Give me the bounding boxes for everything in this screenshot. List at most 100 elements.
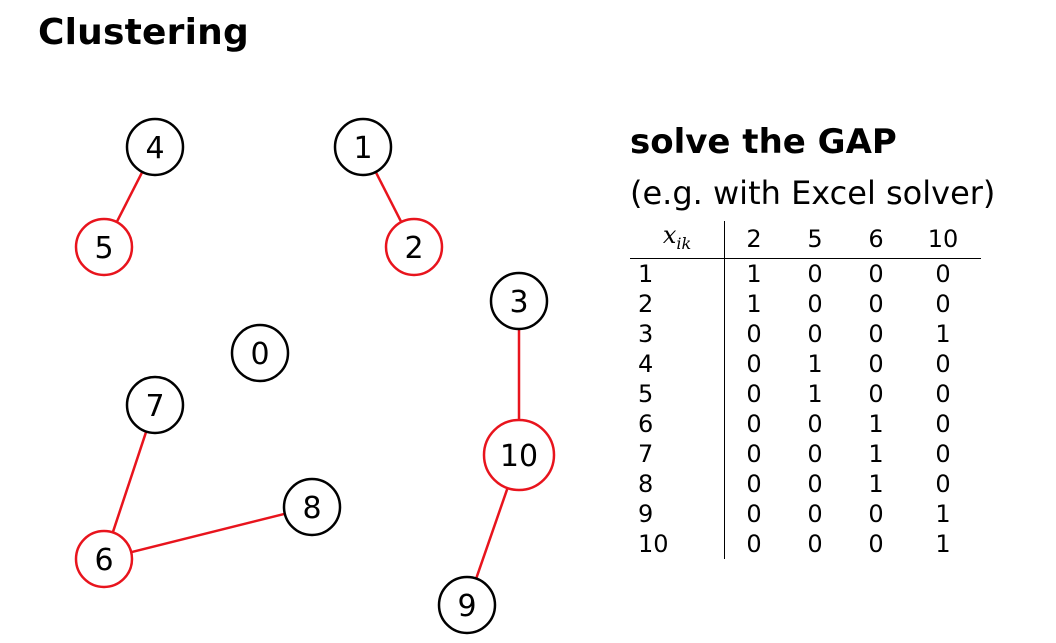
node-circle <box>125 117 185 177</box>
table-cell: 0 <box>746 529 762 558</box>
panel-subheading: (e.g. with Excel solver) <box>630 174 996 212</box>
row-label: 6 <box>630 408 725 439</box>
table-cell: 0 <box>807 499 823 528</box>
table-cell: 0 <box>746 409 762 438</box>
node-label: 4 <box>145 131 164 166</box>
node-5: 5 <box>74 217 134 277</box>
table-header-row: xik 2 5 6 10 <box>630 221 981 259</box>
table-cell: 0 <box>868 529 884 558</box>
row-label: 10 <box>630 528 725 559</box>
column-header: 10 <box>905 221 981 259</box>
node-label: 7 <box>145 389 164 424</box>
row-label: 3 <box>630 318 725 349</box>
graph-nodes: 4 1 5 2 3 0 7 10 8 6 9 <box>74 117 556 635</box>
node-7: 7 <box>125 375 185 435</box>
table-cell: 1 <box>746 289 762 318</box>
table-cell: 1 <box>935 529 951 558</box>
node-2: 2 <box>384 217 444 277</box>
edge-6-8 <box>130 512 286 554</box>
edge-7-6 <box>111 431 148 533</box>
table-cell: 0 <box>868 289 884 318</box>
node-label: 10 <box>500 439 538 474</box>
node-circle <box>437 575 497 635</box>
row-label: 4 <box>630 348 725 379</box>
node-6: 6 <box>74 529 134 589</box>
node-circle <box>74 217 134 277</box>
table-cell: 0 <box>746 469 762 498</box>
table-cell: 0 <box>935 409 951 438</box>
table-cell: 0 <box>807 409 823 438</box>
row-label: 8 <box>630 468 725 499</box>
table-cell: 0 <box>935 379 951 408</box>
table-cell: 0 <box>935 439 951 468</box>
corner-base: x <box>662 221 677 249</box>
table-cell: 0 <box>807 529 823 558</box>
node-9: 9 <box>437 575 497 635</box>
column-header: 6 <box>847 221 905 259</box>
row-label: 2 <box>630 288 725 319</box>
node-0: 0 <box>230 323 290 383</box>
panel-heading: solve the GAP <box>630 122 897 162</box>
row-label: 5 <box>630 378 725 409</box>
edge-4-5 <box>115 171 144 223</box>
node-label: 3 <box>509 285 528 320</box>
column-header: 5 <box>783 221 847 259</box>
table-cell: 1 <box>807 349 823 378</box>
table-cell: 0 <box>746 379 762 408</box>
table-corner-header: xik <box>630 221 725 259</box>
cluster-graph: 4 1 5 2 3 0 7 10 8 6 9 <box>74 117 556 635</box>
table-cell: 1 <box>935 499 951 528</box>
table-cell: 1 <box>746 259 762 288</box>
column-header: 2 <box>724 221 783 259</box>
edge-10-9 <box>474 487 509 579</box>
corner-sub: ik <box>676 233 692 253</box>
node-label: 8 <box>302 491 321 526</box>
table-cell: 0 <box>868 499 884 528</box>
node-label: 1 <box>353 131 372 166</box>
table-cell: 0 <box>807 469 823 498</box>
node-label: 9 <box>457 589 476 624</box>
edge-1-2 <box>374 171 403 223</box>
node-label: 5 <box>94 231 113 266</box>
table-cell: 0 <box>807 439 823 468</box>
table-cell: 0 <box>935 469 951 498</box>
row-label: 7 <box>630 438 725 469</box>
table-cell: 0 <box>868 349 884 378</box>
table-cell: 0 <box>868 259 884 288</box>
table-cell: 1 <box>807 379 823 408</box>
node-8: 8 <box>282 477 342 537</box>
node-circle <box>384 217 444 277</box>
table-cell: 0 <box>935 289 951 318</box>
table-cell: 0 <box>807 289 823 318</box>
node-circle <box>333 117 393 177</box>
table-cell: 0 <box>935 349 951 378</box>
table-cell: 0 <box>868 379 884 408</box>
table-cell: 1 <box>868 469 884 498</box>
row-label: 1 <box>630 258 725 289</box>
table-row: 10 0 0 0 1 <box>630 528 981 559</box>
node-circle <box>125 375 185 435</box>
node-10: 10 <box>482 418 556 492</box>
row-label: 9 <box>630 498 725 529</box>
node-circle <box>282 477 342 537</box>
table-cell: 0 <box>746 319 762 348</box>
table-cell: 1 <box>868 439 884 468</box>
table-cell: 0 <box>746 349 762 378</box>
node-circle <box>482 418 556 492</box>
table-cell: 0 <box>868 319 884 348</box>
slide-title: Clustering <box>38 12 249 53</box>
node-circle <box>74 529 134 589</box>
node-label: 0 <box>250 337 269 372</box>
table-cell: 0 <box>807 319 823 348</box>
graph-edges <box>111 171 521 579</box>
node-1: 1 <box>333 117 393 177</box>
